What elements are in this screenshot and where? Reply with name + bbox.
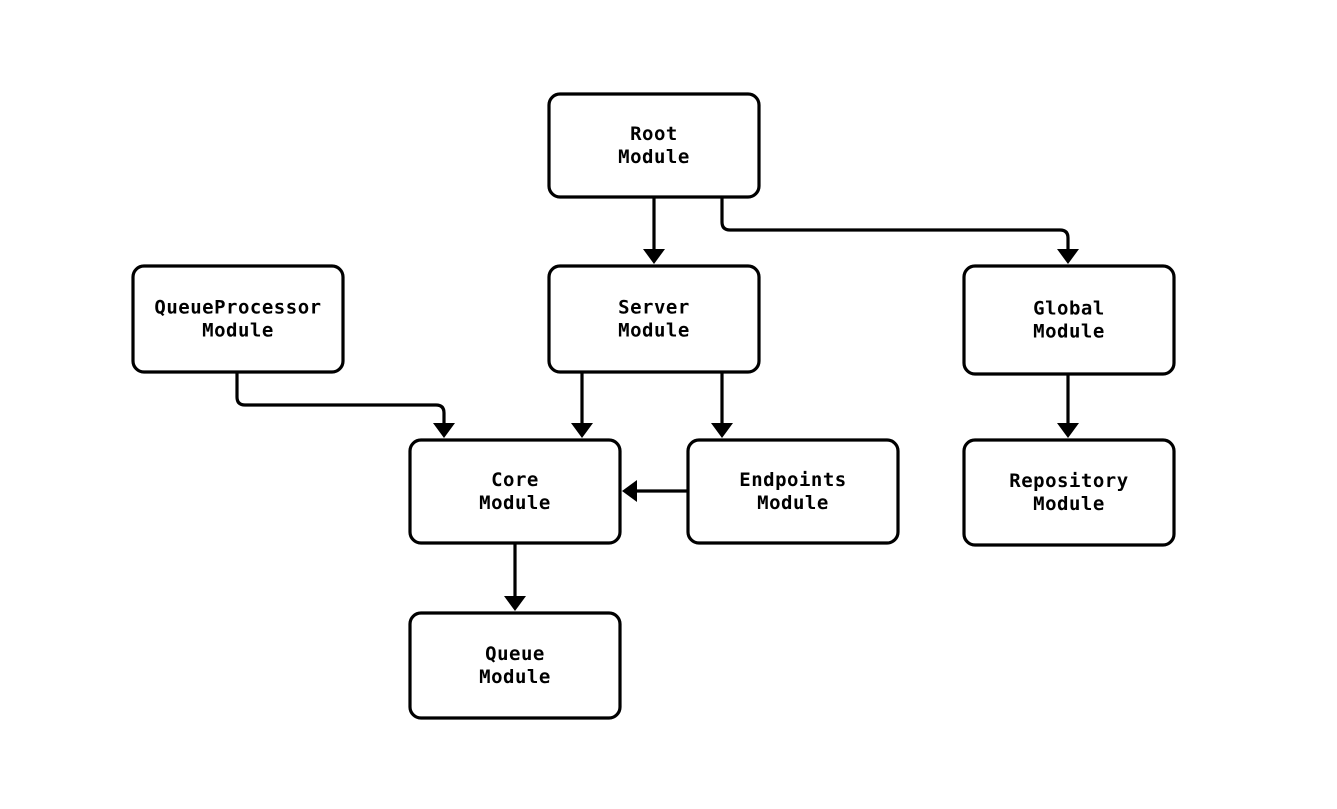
node-label-primary: Core	[491, 469, 539, 491]
edge-core-to-queue	[504, 543, 526, 611]
arrowhead-icon	[1057, 423, 1079, 438]
arrowhead-icon	[622, 480, 637, 502]
node-box[interactable]	[408, 438, 622, 545]
edge-queueprocessor-to-core	[235, 372, 455, 438]
node-label-secondary: Module	[479, 666, 551, 688]
edge-line	[720, 197, 1070, 250]
node-box[interactable]	[408, 611, 622, 720]
arrowhead-icon	[1057, 249, 1079, 264]
node-label-primary: Repository	[1009, 470, 1128, 492]
node-label-primary: Root	[630, 123, 678, 145]
node-box[interactable]	[547, 92, 761, 199]
arrowhead-icon	[643, 249, 665, 264]
edges-layer	[235, 197, 1079, 611]
node-label-secondary: Module	[1033, 493, 1105, 515]
node-label-primary: QueueProcessor	[154, 297, 321, 319]
node-box[interactable]	[962, 264, 1176, 376]
node-label-primary: Server	[618, 297, 690, 319]
arrowhead-icon	[433, 423, 455, 438]
node-label-primary: Queue	[485, 643, 545, 665]
node-label-primary: Global	[1033, 298, 1105, 320]
edge-root-to-server	[643, 197, 665, 264]
node-label-secondary: Module	[757, 492, 829, 514]
edge-root-to-global	[720, 197, 1079, 264]
node-label-secondary: Module	[618, 146, 690, 168]
edge-line	[235, 372, 446, 424]
edge-server-to-endpoints	[711, 372, 733, 438]
node-label-secondary: Module	[479, 492, 551, 514]
node-box[interactable]	[686, 438, 900, 545]
node-box[interactable]	[131, 264, 345, 374]
arrowhead-icon	[504, 596, 526, 611]
nodes-layer: RootModuleQueueProcessorModuleServerModu…	[131, 92, 1176, 720]
node-label-primary: Endpoints	[739, 469, 846, 491]
edge-server-to-core	[571, 372, 593, 438]
node-label-secondary: Module	[618, 320, 690, 342]
arrowhead-icon	[571, 423, 593, 438]
edge-endpoints-to-core	[622, 480, 688, 502]
node-box[interactable]	[962, 438, 1176, 547]
node-box[interactable]	[547, 264, 761, 374]
node-label-secondary: Module	[202, 320, 274, 342]
node-label-secondary: Module	[1033, 321, 1105, 343]
arrowhead-icon	[711, 423, 733, 438]
edge-global-to-repository	[1057, 374, 1079, 438]
